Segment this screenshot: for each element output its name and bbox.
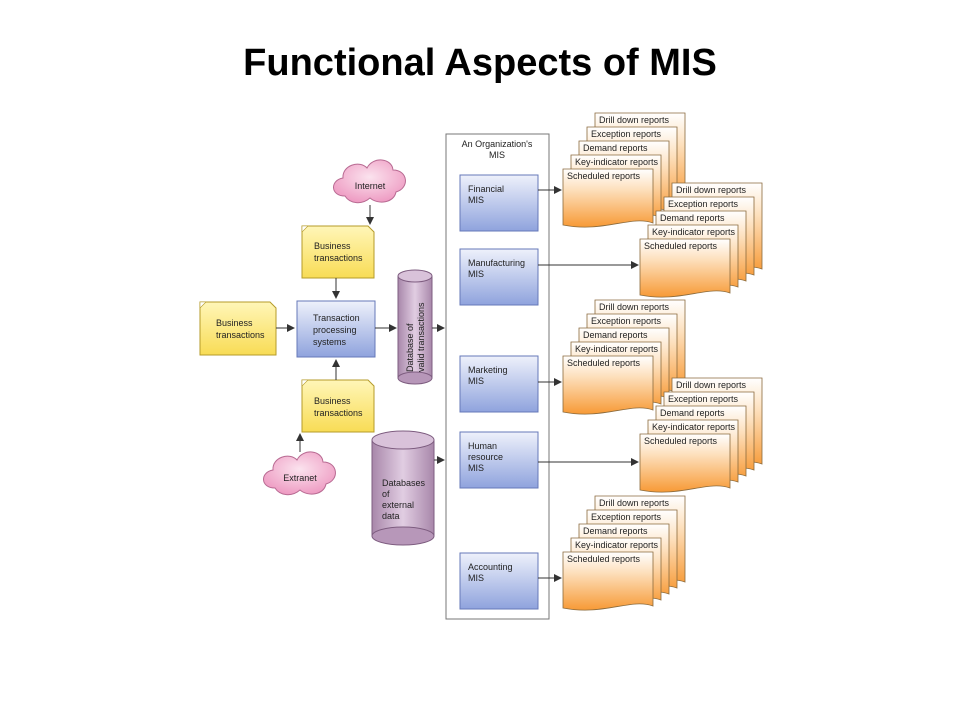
db-external-line3: external bbox=[382, 500, 414, 510]
report-label: Key-indicator reports bbox=[575, 540, 659, 550]
bt-left-line1: Business bbox=[216, 318, 253, 328]
report-label: Exception reports bbox=[591, 512, 662, 522]
bt-top-line2: transactions bbox=[314, 253, 363, 263]
report-label: Scheduled reports bbox=[644, 436, 718, 446]
business-transactions-left-note: Business transactions bbox=[199, 301, 277, 356]
report-label: Scheduled reports bbox=[567, 554, 641, 564]
db-external-line2: of bbox=[382, 489, 390, 499]
db-external-line1: Databases bbox=[382, 478, 426, 488]
tps-line3: systems bbox=[313, 337, 347, 347]
database-external-data: Databases of external data bbox=[371, 430, 435, 546]
report-label: Scheduled reports bbox=[567, 171, 641, 181]
report-label: Demand reports bbox=[660, 213, 725, 223]
org-label-line2: MIS bbox=[489, 150, 505, 160]
report-label: Key-indicator reports bbox=[575, 344, 659, 354]
transaction-processing-systems-box: Transaction processing systems bbox=[296, 300, 376, 358]
tps-line1: Transaction bbox=[313, 313, 360, 323]
bt-bottom-line2: transactions bbox=[314, 408, 363, 418]
bt-bottom-line1: Business bbox=[314, 396, 351, 406]
mis-box-line: MIS bbox=[468, 269, 484, 279]
business-transactions-top-note: Business transactions bbox=[301, 225, 375, 279]
report-label: Key-indicator reports bbox=[652, 422, 736, 432]
db-valid-line2: valid transactions bbox=[416, 302, 426, 372]
mis-box-line: MIS bbox=[468, 463, 484, 473]
report-page bbox=[562, 168, 654, 228]
report-page bbox=[562, 355, 654, 415]
report-label: Demand reports bbox=[583, 330, 648, 340]
mis-box-line: MIS bbox=[468, 376, 484, 386]
report-label: Demand reports bbox=[660, 408, 725, 418]
bt-left-line2: transactions bbox=[216, 330, 265, 340]
flow-arrows bbox=[276, 205, 445, 464]
report-label: Scheduled reports bbox=[644, 241, 718, 251]
internet-cloud: Internet bbox=[333, 159, 406, 204]
mis-box-line: Manufacturing bbox=[468, 258, 525, 268]
mis-box-line: Accounting bbox=[468, 562, 513, 572]
report-page bbox=[639, 433, 731, 493]
business-transactions-bottom-note: Business transactions bbox=[301, 379, 375, 433]
report-label: Key-indicator reports bbox=[575, 157, 659, 167]
mis-box-line: MIS bbox=[468, 195, 484, 205]
report-label: Exception reports bbox=[591, 316, 662, 326]
report-label: Key-indicator reports bbox=[652, 227, 736, 237]
report-label: Exception reports bbox=[668, 394, 739, 404]
org-label-line1: An Organization's bbox=[462, 139, 533, 149]
extranet-cloud: Extranet bbox=[263, 451, 336, 496]
report-label: Exception reports bbox=[591, 129, 662, 139]
report-label: Exception reports bbox=[668, 199, 739, 209]
extranet-label: Extranet bbox=[283, 473, 317, 483]
tps-line2: processing bbox=[313, 325, 357, 335]
report-label: Drill down reports bbox=[599, 115, 670, 125]
report-label: Scheduled reports bbox=[567, 358, 641, 368]
report-page bbox=[562, 551, 654, 611]
mis-box-line: MIS bbox=[468, 573, 484, 583]
db-valid-line1: Database of bbox=[405, 323, 415, 372]
mis-box-line: Human bbox=[468, 441, 497, 451]
mis-box-line: resource bbox=[468, 452, 503, 462]
report-page bbox=[639, 238, 731, 298]
page-title: Functional Aspects of MIS bbox=[243, 42, 717, 84]
internet-label: Internet bbox=[355, 181, 386, 191]
report-label: Drill down reports bbox=[599, 498, 670, 508]
report-label: Drill down reports bbox=[676, 380, 747, 390]
report-label: Drill down reports bbox=[676, 185, 747, 195]
mis-box-line: Marketing bbox=[468, 365, 508, 375]
bt-top-line1: Business bbox=[314, 241, 351, 251]
report-label: Demand reports bbox=[583, 526, 648, 536]
report-label: Drill down reports bbox=[599, 302, 670, 312]
mis-box-line: Financial bbox=[468, 184, 504, 194]
database-valid-transactions: Database of valid transactions bbox=[397, 269, 433, 385]
report-label: Demand reports bbox=[583, 143, 648, 153]
db-external-line4: data bbox=[382, 511, 400, 521]
